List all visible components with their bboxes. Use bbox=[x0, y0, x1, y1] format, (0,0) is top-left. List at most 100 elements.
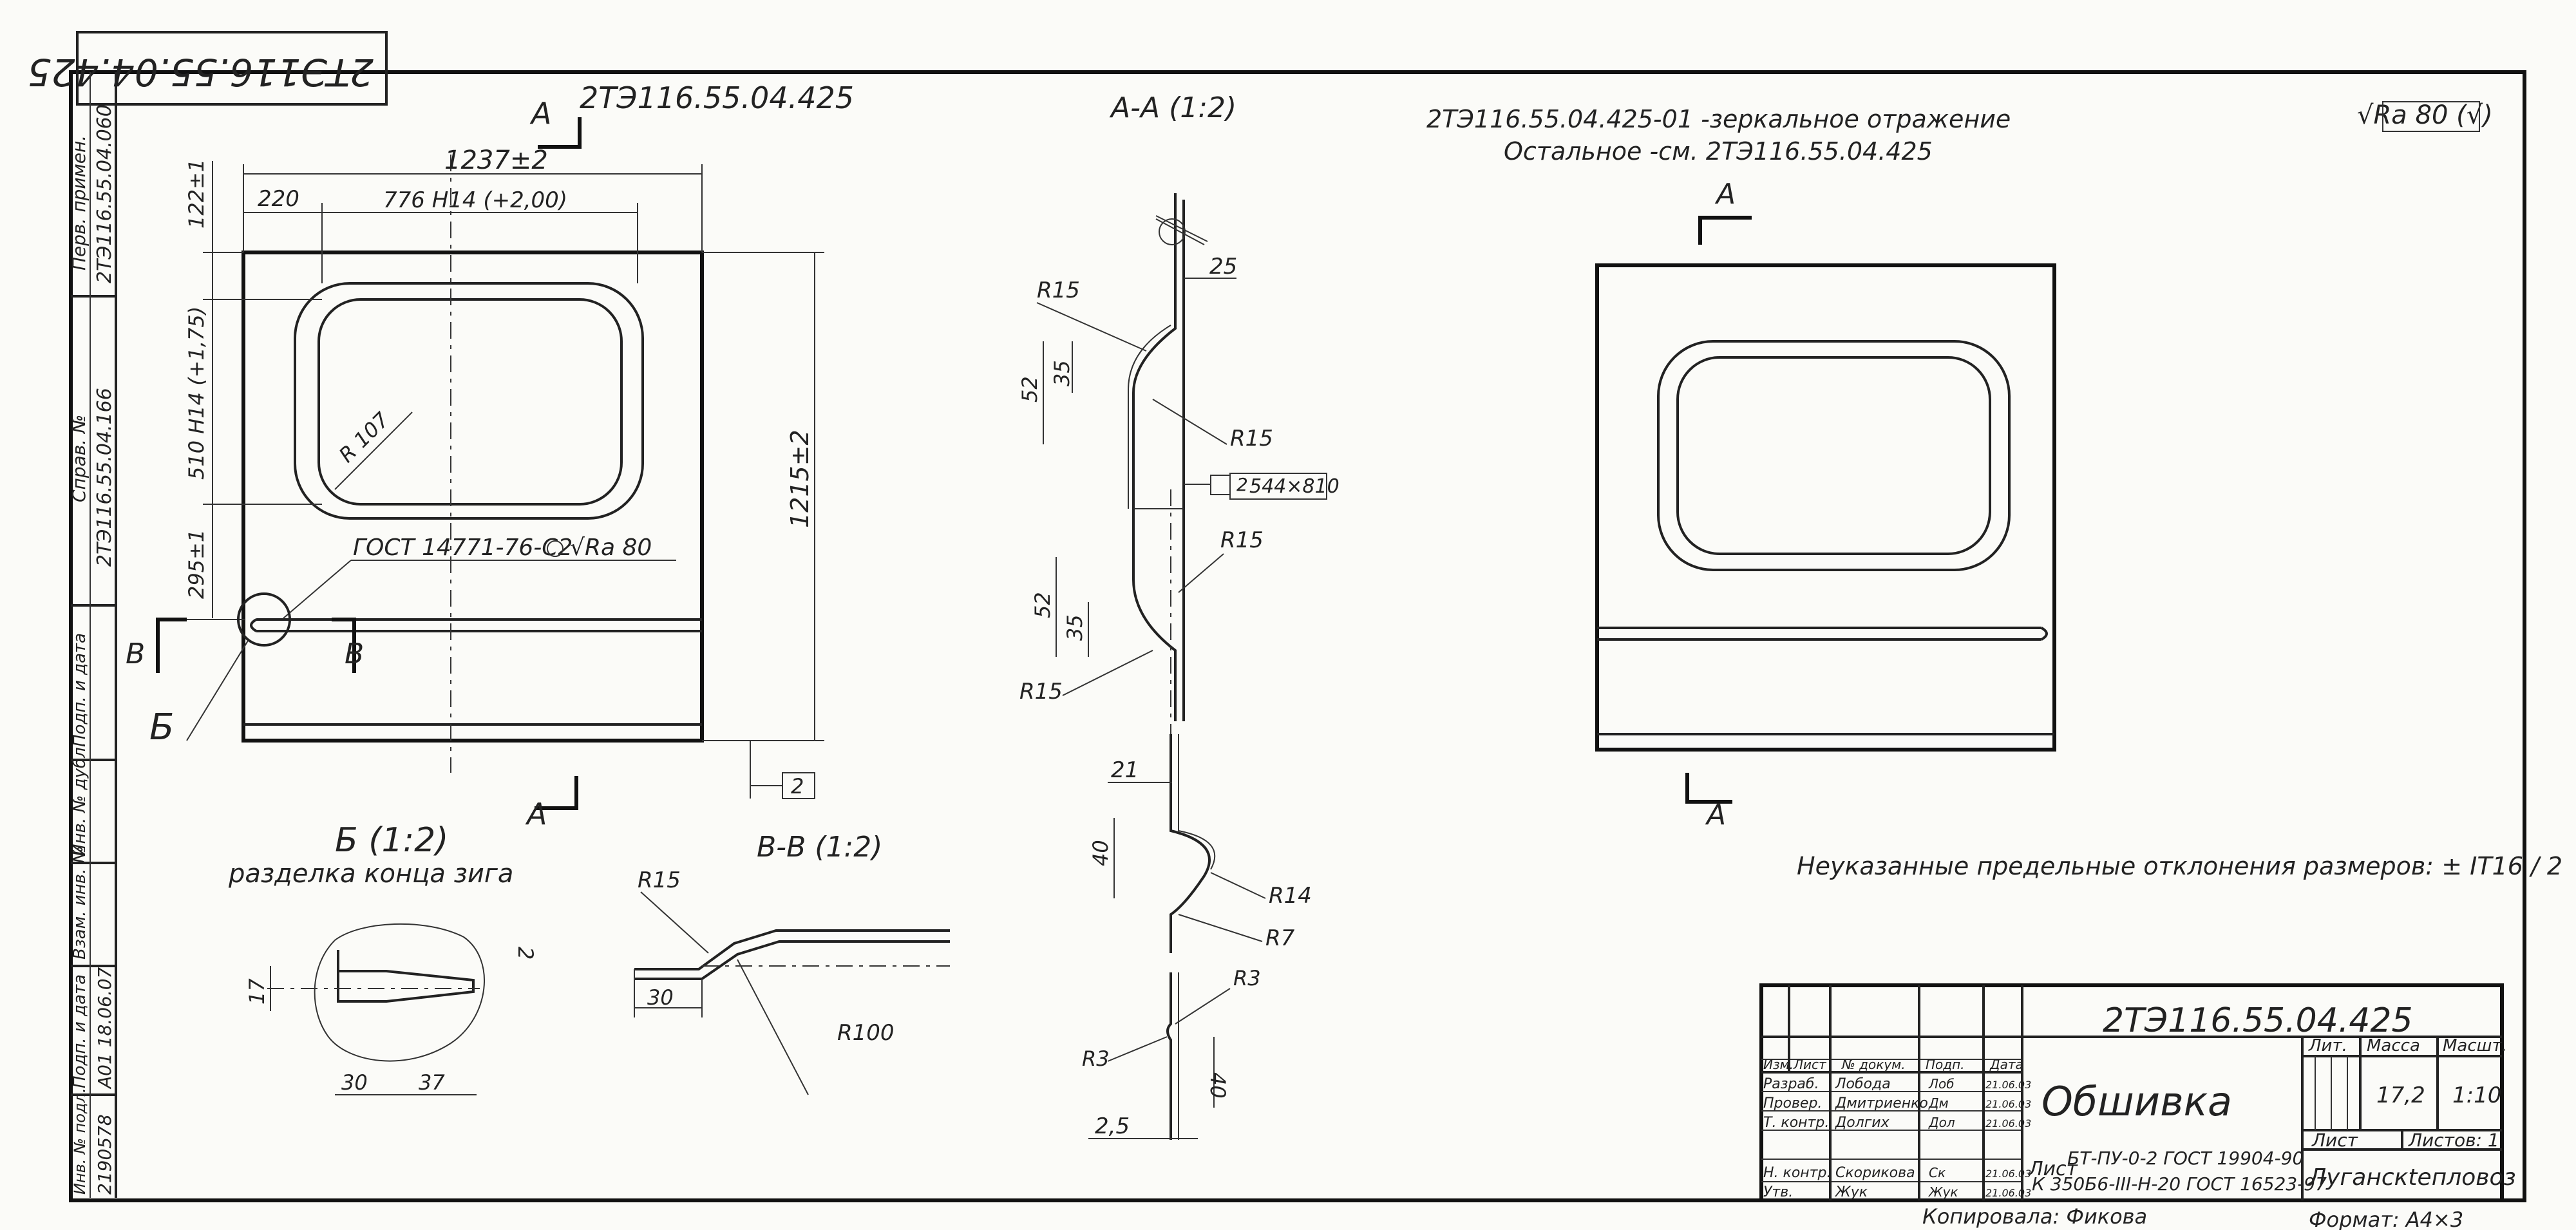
tb-name-1: Дмитриенко bbox=[1835, 1095, 1928, 1112]
vzam-inv: Взам. инв. № bbox=[70, 846, 90, 960]
tb-date-0: 21.06.03 bbox=[1985, 1079, 2031, 1091]
outer-frame bbox=[69, 70, 2526, 1202]
section-bb-r15: R15 bbox=[638, 867, 681, 893]
aa-h40-end: 40 bbox=[1206, 1072, 1230, 1099]
dim-overall-width: 1237±2 bbox=[444, 146, 548, 175]
section-bb-title: В-В (1:2) bbox=[757, 831, 882, 864]
aa-r15-top: R15 bbox=[1037, 278, 1080, 303]
detail-b-circle bbox=[237, 592, 291, 647]
detail-b-title: Б (1:2) bbox=[335, 821, 448, 860]
inv-dubl: Инв. № дубл. bbox=[70, 742, 90, 856]
sprav-value: 2ТЭ116.55.04.166 bbox=[93, 388, 116, 567]
tb-hdr-list: Лист bbox=[1793, 1057, 1827, 1072]
section-bb-r100: R100 bbox=[837, 1020, 895, 1046]
aa-r15-low: R15 bbox=[1220, 527, 1264, 553]
tb-name-0: Лобода bbox=[1835, 1076, 1891, 1092]
tb-material-line2: К 350Б6-III-Н-20 ГОСТ 16523-97 bbox=[2032, 1173, 2327, 1195]
dim-bead-offset: 295±1 bbox=[184, 529, 209, 599]
detail-b-dim-2: 2 bbox=[513, 947, 538, 960]
aa-r7: R7 bbox=[1265, 925, 1295, 951]
tb-designation: 2ТЭ116.55.04.425 bbox=[2103, 1001, 2413, 1040]
tb-hdr-izm: Изм. bbox=[1763, 1057, 1794, 1072]
dim-top-offset: 122±1 bbox=[184, 159, 209, 229]
aa-w21: 21 bbox=[1111, 757, 1139, 783]
mirror-view: 2ТЭ116.55.04.425-01 -зеркальное отражени… bbox=[1426, 105, 2562, 880]
tb-mass-label: Масса bbox=[2367, 1036, 2420, 1055]
tb-material-prefix: Лист bbox=[2028, 1158, 2079, 1180]
section-aa-view: А-А (1:2) R15 25 52 35 R15 2 544×810 bbox=[1018, 91, 1340, 1140]
aa-h35-top: 35 bbox=[1050, 360, 1074, 386]
cut-marker-b-right: В bbox=[345, 638, 364, 670]
detail-b-marker: Б bbox=[149, 706, 174, 748]
inv-podl: Инв. № подл. bbox=[71, 1088, 89, 1195]
aa-r3-left: R3 bbox=[1082, 1046, 1110, 1071]
blank-size: 544×810 bbox=[1249, 475, 1340, 498]
format-note: Формат: А4×3 bbox=[2309, 1207, 2463, 1230]
tb-hdr-podp: Подп. bbox=[1926, 1057, 1965, 1072]
tb-date-2: 21.06.03 bbox=[1985, 1117, 2031, 1130]
aa-h52-top: 52 bbox=[1018, 376, 1042, 402]
detail-b-dim-17: 17 bbox=[245, 978, 269, 1005]
cut-marker-a-right-top: А bbox=[1714, 178, 1736, 211]
tb-role-5: Утв. bbox=[1763, 1184, 1793, 1200]
detail-b-view: Б (1:2) разделка конца зига 17 2 30 37 bbox=[228, 821, 538, 1095]
flag-number: 2 bbox=[791, 774, 804, 799]
dim-window-height: 510 H14 (+1,75) bbox=[184, 307, 209, 480]
tb-hdr-data: Дата bbox=[1989, 1057, 2023, 1072]
blank-size-num: 2 bbox=[1236, 474, 1248, 495]
tb-scale-value: 1:10 bbox=[2452, 1083, 2501, 1108]
tb-name-4: Скорикова bbox=[1835, 1165, 1915, 1181]
tb-sign-5: Жук bbox=[1927, 1184, 1958, 1200]
dim-window-width: 776 H14 (+2,00) bbox=[383, 187, 567, 213]
plate-outline bbox=[242, 251, 704, 743]
main-view: 2ТЭ116.55.04.425 А 1237±2 220 776 H14 (+… bbox=[126, 80, 854, 831]
dim-overall-height: 1215±2 bbox=[786, 430, 814, 528]
tb-material-line1: БТ-ПУ-0-2 ГОСТ 19904-90 bbox=[2067, 1148, 2304, 1169]
weld-circle-icon bbox=[547, 540, 564, 557]
tb-date-1: 21.06.03 bbox=[1985, 1098, 2031, 1110]
tolerance-note: Неуказанные предельные отклонения размер… bbox=[1797, 852, 2562, 880]
roughness-symbol: √Ra 80 (√) bbox=[2357, 100, 2493, 130]
tb-date-5: 21.06.03 bbox=[1985, 1187, 2031, 1199]
tb-role-4: Н. контр. bbox=[1763, 1165, 1831, 1181]
mirror-plate bbox=[1595, 263, 2056, 752]
aa-r14: R14 bbox=[1269, 883, 1312, 909]
gost-note: ГОСТ 14771-76-С2 bbox=[353, 535, 573, 561]
tb-part-name: Обшивка bbox=[2041, 1078, 2232, 1125]
main-view-title: 2ТЭ116.55.04.425 bbox=[580, 80, 854, 115]
tb-hdr-doc: № докум. bbox=[1841, 1057, 1906, 1072]
margin-stamp: 2ТЭ116.55.04.425 Перв. примен. 2ТЭ116.55… bbox=[28, 31, 388, 1198]
aa-h40-bead: 40 bbox=[1088, 840, 1113, 866]
aa-w25: 25 bbox=[1209, 254, 1237, 279]
cut-marker-a-right-bottom: А bbox=[1705, 799, 1726, 831]
perv-prim-value: 2ТЭ116.55.04.060 bbox=[93, 104, 116, 283]
rotated-designation: 2ТЭ116.55.04.425 bbox=[28, 50, 374, 94]
perv-prim-label: Перв. примен. bbox=[68, 135, 90, 270]
cut-marker-a-bottom: А bbox=[525, 797, 547, 831]
podp-data-2: Подп. и дата bbox=[70, 974, 90, 1088]
mirror-note-line1: 2ТЭ116.55.04.425-01 -зеркальное отражени… bbox=[1426, 105, 2011, 133]
aa-r15-mid: R15 bbox=[1230, 426, 1273, 451]
tb-sign-4: Ск bbox=[1929, 1165, 1946, 1180]
cut-marker-a-top: А bbox=[529, 96, 551, 131]
aa-h52-low: 52 bbox=[1030, 592, 1055, 618]
tb-role-2: Т. контр. bbox=[1763, 1115, 1829, 1131]
bead bbox=[250, 618, 702, 632]
tb-lit-label: Лит. bbox=[2308, 1036, 2347, 1055]
tb-role-0: Разраб. bbox=[1763, 1076, 1819, 1092]
tb-sheets-label: Листов: 1 bbox=[2408, 1130, 2499, 1151]
cut-marker-b-left: В bbox=[126, 638, 145, 670]
aa-r15-bottom: R15 bbox=[1019, 679, 1063, 705]
inv-podl-value: 2190578 bbox=[94, 1114, 115, 1195]
tb-sign-0: Лоб bbox=[1928, 1076, 1955, 1092]
tb-role-1: Провер. bbox=[1763, 1095, 1822, 1112]
aa-t25: 2,5 bbox=[1095, 1113, 1130, 1139]
detail-b-dim-37: 37 bbox=[419, 1070, 445, 1095]
sprav-label: Справ. № bbox=[68, 415, 90, 502]
tb-sign-2: Дол bbox=[1928, 1115, 1955, 1130]
gost-roughness: √Ra 80 bbox=[570, 535, 652, 561]
tb-date-4: 21.06.03 bbox=[1985, 1168, 2031, 1180]
window-outer bbox=[294, 282, 644, 520]
section-bb-dim-30: 30 bbox=[647, 985, 674, 1010]
